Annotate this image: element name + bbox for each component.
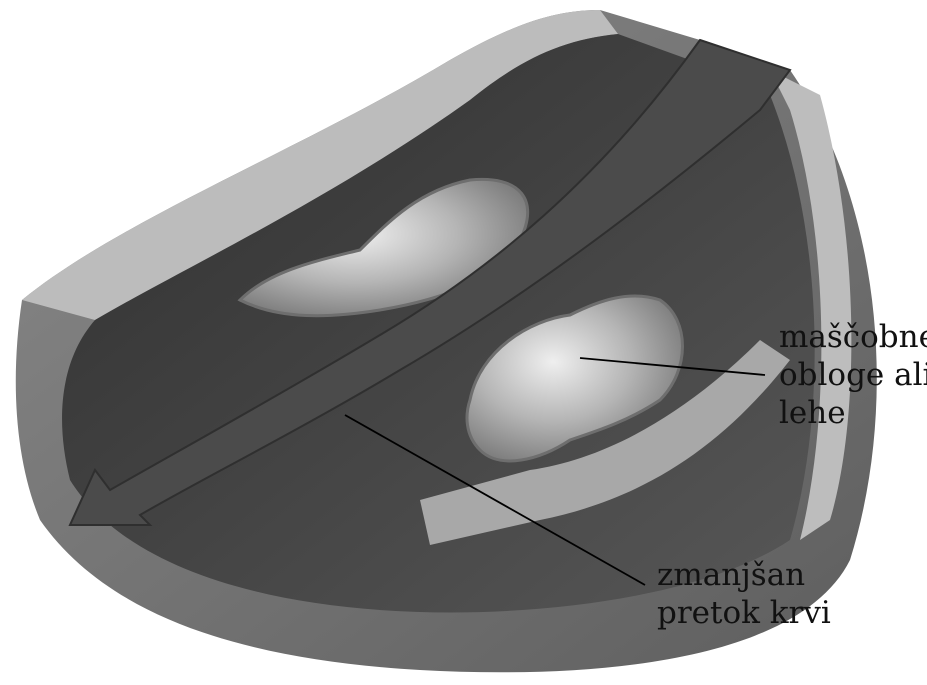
plaque-label-line-1: maščobne bbox=[779, 318, 927, 356]
plaque-label-line-3: lehe bbox=[779, 394, 927, 432]
flow-label: zmanjšan pretok krvi bbox=[657, 556, 831, 632]
flow-label-line-2: pretok krvi bbox=[657, 594, 831, 632]
plaque-label: maščobne obloge ali lehe bbox=[779, 318, 927, 432]
plaque-label-line-2: obloge ali bbox=[779, 356, 927, 394]
flow-label-line-1: zmanjšan bbox=[657, 556, 831, 594]
